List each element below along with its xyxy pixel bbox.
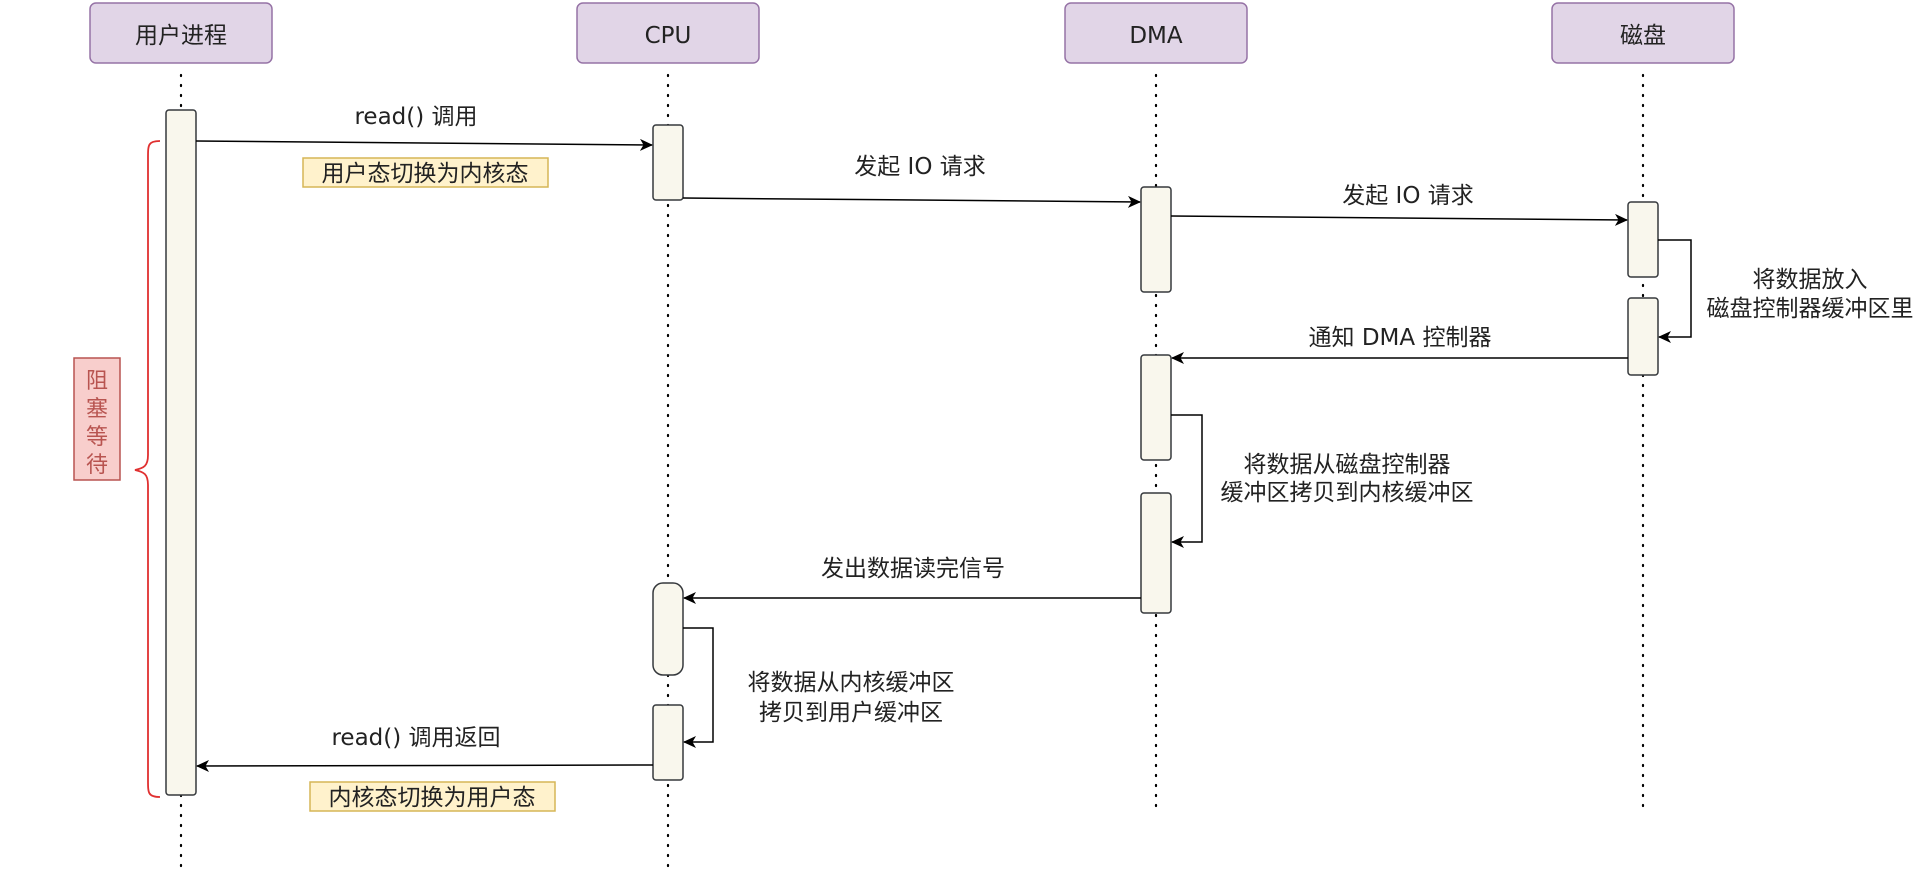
user-to-kernel-note [302, 157, 549, 188]
dma-io-request-label: 发起 IO 请求 [1342, 183, 1474, 209]
participant-dma-box [1064, 2, 1248, 64]
blocking-wait-indicator: 阻 塞 等 待 [73, 140, 161, 798]
blocking-wait-char-4: 待 [86, 453, 108, 478]
disk-self-arrow [1658, 239, 1692, 343]
participant-user-label: 用户进程 [135, 23, 227, 49]
read-call-label: read() 调用 [354, 104, 477, 130]
read-done-label: 发出数据读完信号 [821, 556, 1005, 582]
dma-copy-line-1: 将数据从磁盘控制器 [1244, 452, 1451, 478]
cpu-io-request-arrow [682, 195, 1141, 208]
participant-user-box [89, 2, 273, 64]
blocking-brace [134, 140, 161, 798]
cpu-copy-line-1: 将数据从内核缓冲区 [748, 670, 955, 696]
participant-cpu: CPU [576, 2, 760, 64]
cpu-io-request-label: 发起 IO 请求 [854, 154, 986, 180]
activation-dma-3 [1140, 492, 1172, 614]
participant-disk: 磁盘 [1551, 2, 1735, 64]
cpu-self-arrow [683, 627, 714, 748]
activation-bars [165, 109, 1659, 796]
participant-user: 用户进程 [89, 2, 273, 64]
blocking-wait-char-1: 阻 [86, 369, 108, 394]
read-call-arrow [195, 138, 653, 151]
activation-cpu-2 [652, 582, 684, 676]
read-return-label: read() 调用返回 [331, 725, 500, 751]
participant-disk-label: 磁盘 [1620, 23, 1666, 49]
user-to-kernel-label: 用户态切换为内核态 [322, 161, 529, 187]
dma-io-request-arrow [1170, 213, 1628, 226]
cpu-copy-line-2: 拷贝到用户缓冲区 [759, 700, 943, 726]
activation-dma-1 [1140, 186, 1172, 293]
notify-dma-label: 通知 DMA 控制器 [1309, 325, 1492, 351]
activation-cpu-3 [652, 704, 684, 781]
activation-disk-1 [1627, 201, 1659, 278]
blocking-wait-char-3: 等 [86, 425, 108, 450]
activation-dma-2 [1140, 354, 1172, 461]
messages: read() 调用 用户态切换为内核态 发起 IO 请求 发起 IO 请求 将数… [195, 104, 1914, 812]
activation-user [165, 109, 197, 796]
participant-disk-box [1551, 2, 1735, 64]
kernel-to-user-label: 内核态切换为用户态 [329, 785, 536, 811]
participant-dma: DMA [1064, 2, 1248, 64]
dma-copy-line-2: 缓冲区拷贝到内核缓冲区 [1221, 480, 1474, 506]
disk-fill-buffer-line-1: 将数据放入 [1753, 267, 1868, 293]
kernel-to-user-note [309, 781, 556, 812]
dma-self-arrow [1171, 414, 1203, 548]
activation-disk-2 [1627, 297, 1659, 376]
disk-fill-buffer-line-2: 磁盘控制器缓冲区里 [1707, 296, 1914, 322]
participant-cpu-box [576, 2, 760, 64]
participants: 用户进程 CPU DMA 磁盘 [89, 2, 1735, 64]
activation-cpu-1 [652, 124, 684, 201]
blocking-wait-char-2: 塞 [86, 397, 108, 422]
blocking-wait-box [73, 357, 121, 481]
participant-cpu-label: CPU [645, 23, 692, 49]
read-return-arrow [196, 759, 654, 772]
participant-dma-label: DMA [1129, 23, 1183, 49]
